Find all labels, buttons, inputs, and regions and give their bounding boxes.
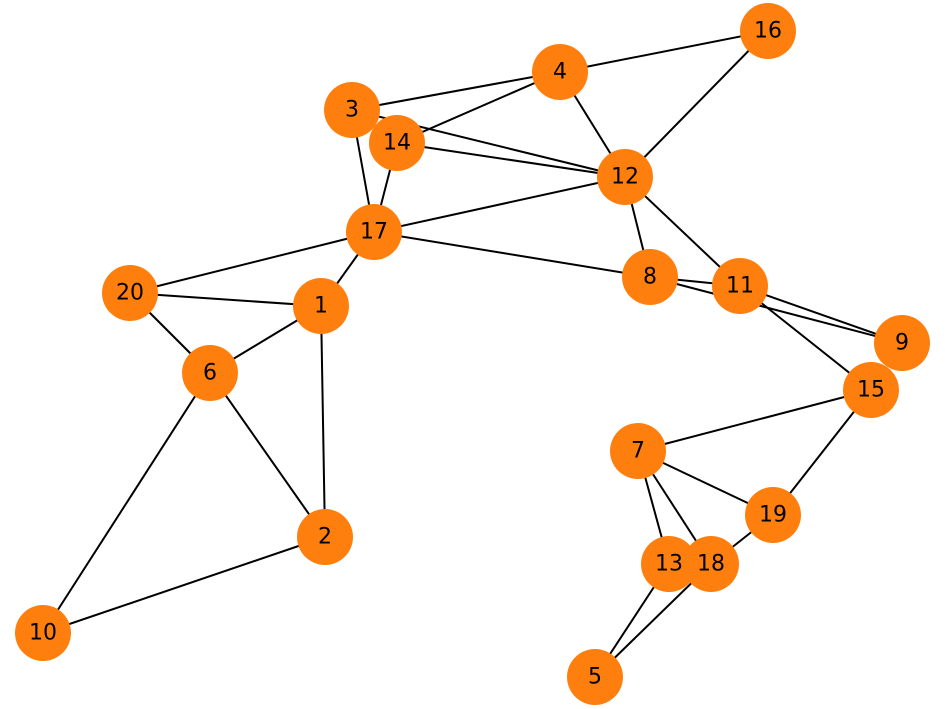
node-label-19: 19 — [759, 503, 787, 528]
node-6: 6 — [182, 345, 238, 401]
edge-4-16 — [559, 30, 769, 73]
node-label-3: 3 — [345, 98, 359, 123]
node-label-16: 16 — [754, 19, 782, 44]
edge-17-20 — [129, 231, 375, 294]
node-9: 9 — [874, 315, 930, 371]
node-circle-7 — [610, 423, 666, 479]
node-label-5: 5 — [588, 665, 602, 690]
edge-14-12 — [396, 142, 626, 178]
node-label-7: 7 — [631, 439, 645, 464]
node-circle-3 — [324, 82, 380, 138]
edge-1-2 — [320, 305, 326, 538]
node-label-13: 13 — [655, 552, 683, 577]
node-circle-17 — [346, 204, 402, 260]
node-circle-12 — [597, 149, 653, 205]
node-circle-18 — [683, 536, 739, 592]
node-circle-19 — [745, 487, 801, 543]
edge-11-9 — [739, 285, 903, 344]
node-15: 15 — [843, 362, 899, 418]
node-7: 7 — [610, 423, 666, 479]
node-1: 1 — [293, 278, 349, 334]
node-5: 5 — [567, 649, 623, 705]
node-circle-20 — [102, 265, 158, 321]
node-label-10: 10 — [29, 621, 57, 646]
node-4: 4 — [532, 44, 588, 100]
edge-8-9 — [649, 276, 903, 344]
node-16: 16 — [740, 3, 796, 59]
node-circle-1 — [293, 278, 349, 334]
node-11: 11 — [712, 258, 768, 314]
node-19: 19 — [745, 487, 801, 543]
node-12: 12 — [597, 149, 653, 205]
edge-3-4 — [351, 71, 561, 111]
node-circle-15 — [843, 362, 899, 418]
node-label-18: 18 — [697, 552, 725, 577]
node-circle-14 — [369, 115, 425, 171]
node-label-14: 14 — [383, 131, 411, 156]
node-label-17: 17 — [360, 220, 388, 245]
node-8: 8 — [622, 249, 678, 305]
graph-edges — [42, 30, 903, 678]
node-label-1: 1 — [314, 294, 328, 319]
edge-4-14 — [396, 71, 561, 144]
edge-6-10 — [42, 372, 211, 634]
node-circle-10 — [15, 605, 71, 661]
node-label-6: 6 — [203, 361, 217, 386]
node-label-12: 12 — [611, 165, 639, 190]
node-circle-16 — [740, 3, 796, 59]
node-label-4: 4 — [553, 60, 567, 85]
node-label-8: 8 — [643, 265, 657, 290]
edge-20-1 — [129, 292, 322, 307]
node-circle-6 — [182, 345, 238, 401]
node-label-2: 2 — [318, 525, 332, 550]
edge-15-7 — [637, 389, 872, 452]
node-label-20: 20 — [116, 281, 144, 306]
node-18: 18 — [683, 536, 739, 592]
edge-12-17 — [373, 176, 626, 233]
edge-2-10 — [42, 536, 326, 634]
edge-16-12 — [624, 30, 769, 178]
node-label-11: 11 — [726, 274, 754, 299]
node-10: 10 — [15, 605, 71, 661]
node-circle-2 — [297, 509, 353, 565]
node-circle-9 — [874, 315, 930, 371]
node-20: 20 — [102, 265, 158, 321]
node-circle-13 — [641, 536, 697, 592]
node-17: 17 — [346, 204, 402, 260]
node-2: 2 — [297, 509, 353, 565]
node-circle-4 — [532, 44, 588, 100]
node-13: 13 — [641, 536, 697, 592]
node-circle-8 — [622, 249, 678, 305]
edge-6-2 — [209, 372, 326, 538]
node-label-15: 15 — [857, 378, 885, 403]
node-circle-11 — [712, 258, 768, 314]
node-circle-5 — [567, 649, 623, 705]
node-3: 3 — [324, 82, 380, 138]
edge-17-8 — [373, 231, 651, 278]
node-label-9: 9 — [895, 331, 909, 356]
node-14: 14 — [369, 115, 425, 171]
